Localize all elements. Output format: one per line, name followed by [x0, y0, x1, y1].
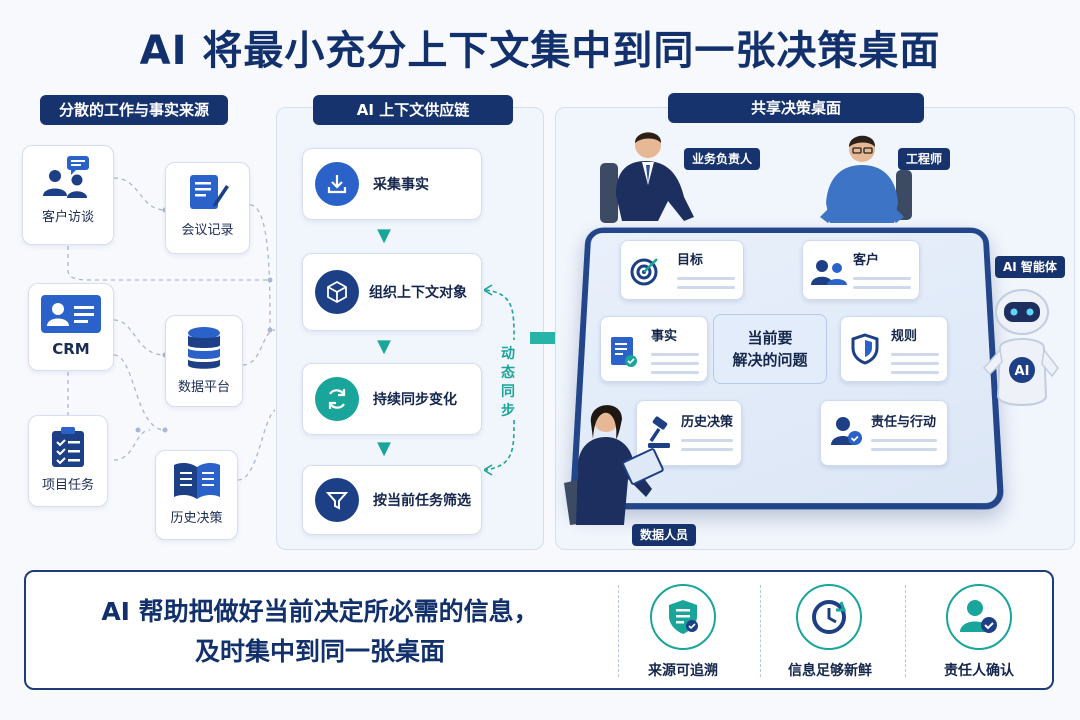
- source-card-history-decisions: 历史决策: [155, 450, 238, 540]
- database-icon: [188, 327, 220, 369]
- desk-card-rules: 规则: [840, 316, 948, 382]
- desk-header: 共享决策桌面: [668, 93, 924, 123]
- clipboard-checklist-icon: [52, 427, 84, 467]
- person-badge-icon: [831, 417, 862, 445]
- desk-card-title: 责任与行动: [871, 415, 937, 430]
- step-label: 组织上下文对象: [369, 285, 467, 301]
- open-book-icon: [173, 462, 220, 499]
- traceable-label: 来源可追溯: [648, 663, 718, 679]
- sync-label-text: 动态同步: [501, 346, 515, 419]
- desk-card-title: 目标: [677, 253, 704, 268]
- sources-header: 分散的工作与事实来源: [40, 95, 228, 125]
- text-lines: [677, 271, 735, 289]
- chain-header: AI 上下文供应链: [313, 95, 513, 125]
- sync-icon: [328, 389, 346, 409]
- shield-doc-check-icon: [669, 600, 698, 634]
- current-problem-line2: 解决的问题: [732, 351, 808, 369]
- banner-divider: [905, 585, 906, 677]
- step-filter-task: 按当前任务筛选: [302, 465, 482, 535]
- text-lines: [681, 433, 733, 451]
- filter-icon: [325, 492, 349, 510]
- gavel-icon: [648, 416, 670, 448]
- source-label: 数据平台: [177, 380, 230, 395]
- source-label: CRM: [52, 340, 90, 358]
- banner-divider: [618, 585, 619, 677]
- summary-banner: [24, 570, 1054, 690]
- desk-card-title: 历史决策: [681, 415, 734, 430]
- id-card-icon: [41, 295, 101, 333]
- summary-line2: 及时集中到同一张桌面: [194, 637, 445, 666]
- role-tag-business: 业务负责人: [684, 148, 761, 170]
- source-card-crm: CRM: [28, 283, 114, 371]
- owner-confirm-label: 责任人确认: [944, 663, 1014, 679]
- role-tag-engineer: 工程师: [898, 148, 951, 170]
- text-lines: [891, 347, 939, 374]
- person-check-icon: [960, 600, 997, 633]
- down-arrow-icon: ▼: [377, 438, 391, 459]
- step-label: 采集事实: [373, 177, 429, 193]
- source-label: 会议记录: [181, 223, 234, 238]
- users-chat-icon: [43, 156, 89, 198]
- freshness-label: 信息足够新鲜: [788, 663, 872, 679]
- page-title: AI 将最小充分上下文集中到同一张决策桌面: [139, 28, 941, 74]
- notes-pen-icon: [189, 175, 229, 209]
- source-card-data-platform: 数据平台: [165, 315, 243, 407]
- step-icon-bg: [315, 162, 359, 206]
- data-person-icon: [564, 405, 664, 525]
- step-label: 持续同步变化: [373, 392, 457, 408]
- banner-divider: [760, 585, 761, 677]
- down-arrow-icon: ▼: [377, 225, 391, 246]
- current-problem-card: 当前要 解决的问题: [713, 314, 827, 384]
- summary-text: AI 帮助把做好当前决定所必需的信息， 及时集中到同一张桌面: [30, 592, 610, 672]
- step-icon-bg: [315, 478, 359, 522]
- desk-card-customer: 客户: [802, 240, 920, 300]
- clock-refresh-icon: [812, 600, 847, 634]
- target-icon: [630, 258, 658, 286]
- desk-card-title: 规则: [891, 329, 918, 344]
- engineer-person-icon: [820, 135, 912, 223]
- step-collect-facts: 采集事实: [302, 148, 482, 220]
- current-problem-line1: 当前要: [747, 329, 793, 347]
- role-tag-data: 数据人员: [632, 524, 697, 546]
- text-lines: [651, 347, 699, 374]
- cube-network-icon: [327, 280, 347, 304]
- desk-card-title: 事实: [651, 329, 678, 344]
- role-tag-ai: AI 智能体: [995, 256, 1065, 278]
- desk-card-facts: 事实: [600, 316, 708, 382]
- desk-card-title: 客户: [853, 253, 880, 268]
- ai-robot-icon: AI: [982, 289, 1059, 406]
- source-label: 历史决策: [170, 511, 223, 526]
- down-arrow-icon: ▼: [377, 336, 391, 357]
- step-icon-bg: [315, 377, 359, 421]
- desk-card-responsibility: 责任与行动: [820, 400, 948, 466]
- step-sync-changes: 持续同步变化: [302, 363, 482, 435]
- text-lines: [853, 271, 911, 289]
- source-card-customer-interview: 客户访谈: [22, 145, 114, 245]
- step-organize-context: 组织上下文对象: [302, 253, 482, 331]
- step-label: 按当前任务筛选: [373, 493, 471, 509]
- robot-badge-text: AI: [1015, 364, 1030, 379]
- shield-rules-icon: [851, 333, 879, 365]
- freshness-badge: [796, 584, 862, 650]
- sync-label: 动态同步: [500, 345, 516, 421]
- desk-card-goal: 目标: [620, 240, 744, 300]
- text-lines: [871, 433, 937, 451]
- source-card-project-tasks: 项目任务: [28, 415, 108, 507]
- sync-loop-arrow: [484, 284, 515, 476]
- download-tray-icon: [327, 175, 347, 194]
- source-label: 项目任务: [41, 478, 94, 493]
- traceable-badge: [650, 584, 716, 650]
- summary-line1: AI 帮助把做好当前决定所必需的信息，: [101, 597, 539, 626]
- step-icon-bg: [315, 270, 359, 314]
- customer-group-icon: [811, 260, 847, 285]
- source-card-meeting-notes: 会议记录: [165, 162, 250, 254]
- fact-document-icon: [611, 337, 637, 367]
- source-label: 客户访谈: [41, 210, 94, 225]
- business-lead-person-icon: [600, 132, 694, 223]
- owner-confirm-badge: [946, 584, 1012, 650]
